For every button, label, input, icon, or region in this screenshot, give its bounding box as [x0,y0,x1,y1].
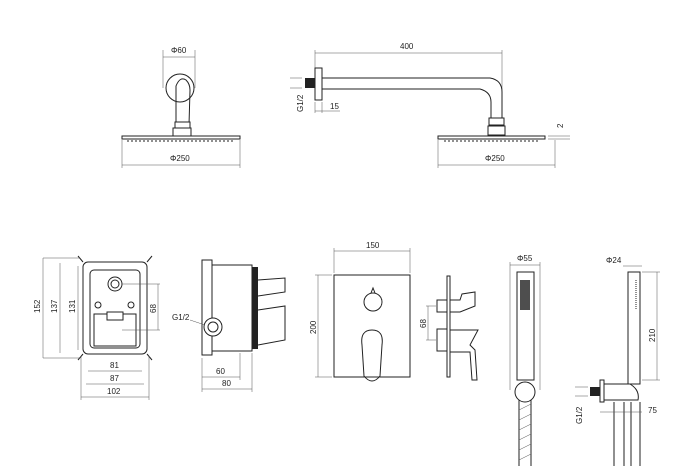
shower-head-side-view: 400 G1/2 15 2 Φ250 [290,42,570,168]
dim-spacing: 68 [419,319,428,328]
cover-plate-front-view: 150 200 [309,241,411,382]
dim-hand-shower-length: 210 [648,328,657,342]
dim-hand-shower-dia: Φ55 [517,254,533,263]
dim-flange-dia: Φ60 [171,46,187,55]
dim-width-mid: 87 [110,374,119,383]
valve-box-side-view: G1/2 60 80 [172,259,286,392]
dim-plate-width: 150 [366,241,380,250]
dim-thread: G1/2 [296,94,305,112]
dim-flange-depth: 15 [330,102,339,111]
valve-box-front-view: 152 137 131 68 81 87 102 [33,255,160,400]
dim-depth-outer: 80 [222,379,231,388]
dim-head-dia-side: Φ250 [485,154,505,163]
hand-shower-front-view: Φ55 [509,254,541,466]
dim-width-inner: 81 [110,361,119,370]
dim-head-dia: Φ250 [170,154,190,163]
dim-port-spacing: 68 [149,304,158,313]
cover-plate-side-view: 68 [419,275,479,381]
dim-plate-height: 200 [309,320,318,334]
dim-depth-inner: 60 [216,367,225,376]
dim-height-inner: 131 [68,299,77,313]
shower-head-front-view: Φ60 Φ250 [121,46,241,168]
dim-thread: G1/2 [172,313,190,322]
dim-head-thickness: 2 [556,123,565,128]
dim-outlet-length: 75 [648,406,657,415]
dim-width-outer: 102 [107,387,121,396]
dim-outlet-thread: G1/2 [575,406,584,424]
dim-height-mid: 137 [50,299,59,313]
dim-hand-shower-dia-side: Φ24 [606,256,622,265]
dim-arm-length: 400 [400,42,414,51]
dim-height-outer: 152 [33,299,42,313]
hand-shower-side-view: Φ24 210 G1/2 75 [575,256,660,466]
